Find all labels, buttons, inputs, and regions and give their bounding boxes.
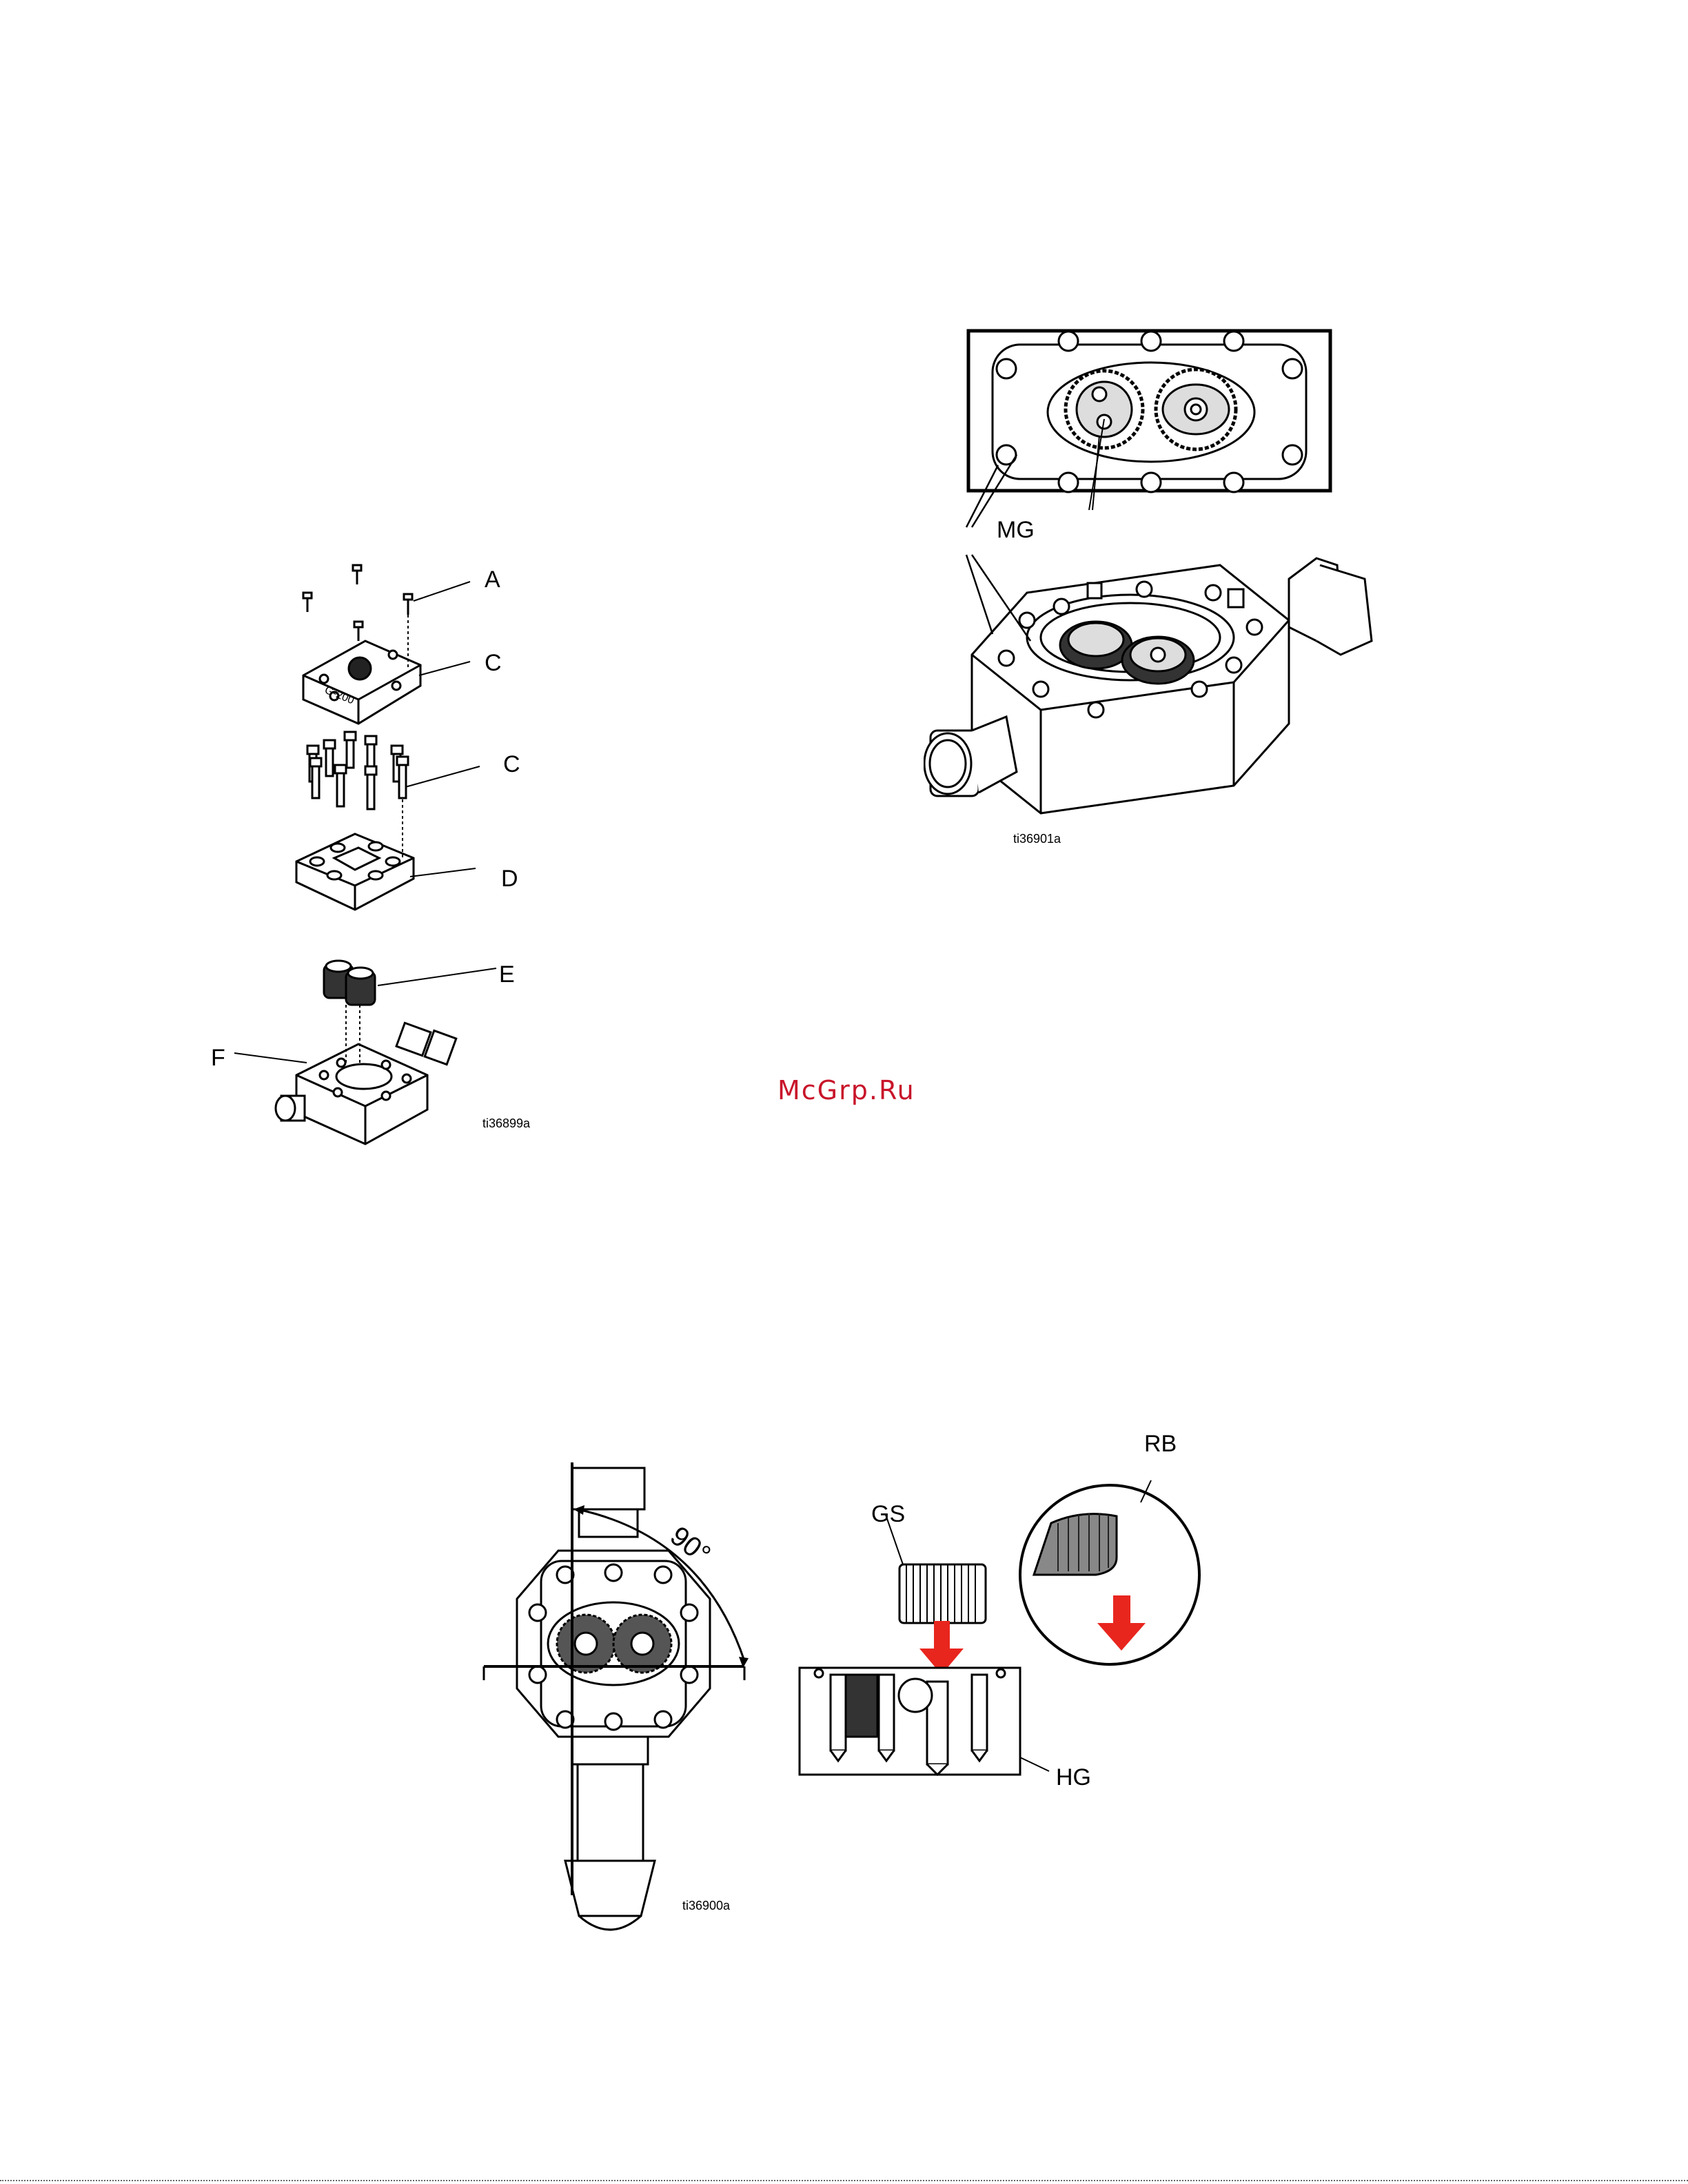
inset-detail [968, 331, 1330, 492]
callout-c-cover: C [485, 651, 502, 675]
detail-circle [1020, 1485, 1199, 1664]
exploded-assembly-figure: G-200 [200, 551, 586, 1158]
callout-hg: HG [1056, 1766, 1091, 1789]
gears-installed-figure [924, 317, 1406, 855]
cover-plate: G-200 [303, 641, 420, 724]
installed-gears-housing [924, 558, 1372, 813]
pump-housing [276, 1023, 456, 1144]
watermark: McGrp.Ru [777, 1075, 915, 1105]
callout-d: D [501, 867, 518, 890]
gear-shaft [899, 1564, 986, 1623]
screw-a-group [303, 565, 412, 641]
figure-id-orientation: ti36900a [682, 1899, 730, 1913]
callout-rb: RB [1144, 1432, 1177, 1456]
figure-id-exploded: ti36899a [482, 1116, 530, 1131]
housing-section [800, 1668, 1020, 1775]
callout-e: E [499, 963, 515, 986]
gear-orientation-figure [476, 1461, 772, 1943]
bolt-group [307, 732, 408, 809]
page-bottom-rule [0, 2180, 1688, 2181]
gear-seating-figure [793, 1468, 1220, 1792]
gear-pair [324, 961, 375, 1005]
down-arrow-red [919, 1621, 964, 1675]
callout-c-bolts: C [503, 753, 520, 776]
callout-f: F [211, 1046, 225, 1070]
callout-mg: MG [997, 518, 1035, 542]
center-plate [296, 834, 414, 910]
callout-a: A [485, 568, 500, 591]
callout-gs: GS [871, 1502, 905, 1526]
figure-id-installed: ti36901a [1013, 832, 1061, 846]
